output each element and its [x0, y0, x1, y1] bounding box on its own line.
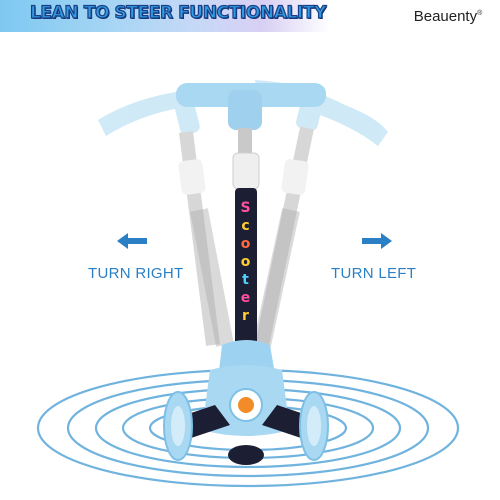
stem-pole: [232, 128, 260, 348]
wheel-left: [163, 391, 193, 461]
wheel-rear: [228, 445, 264, 465]
ghost-stem-right: [253, 80, 388, 347]
fox-icon: [238, 397, 254, 413]
banner-title: LEAN TO STEER FUNCTIONALITY: [29, 2, 327, 23]
brand-logo: Beauenty®: [400, 8, 496, 25]
turn-left-label: TURN LEFT: [331, 265, 417, 282]
turn-right-label: TURN RIGHT: [88, 265, 184, 282]
arrow-right-icon: [362, 233, 392, 249]
scooter-deck: [170, 340, 322, 440]
ghost-stem-left: [98, 89, 234, 347]
handlebar: [176, 83, 326, 130]
title-banner: LEAN TO STEER FUNCTIONALITY: [0, 0, 330, 32]
wheel-right: [299, 391, 329, 461]
registered-mark: ®: [477, 10, 483, 17]
brand-name: Beauenty: [413, 8, 478, 25]
arrow-left-icon: [117, 233, 147, 249]
